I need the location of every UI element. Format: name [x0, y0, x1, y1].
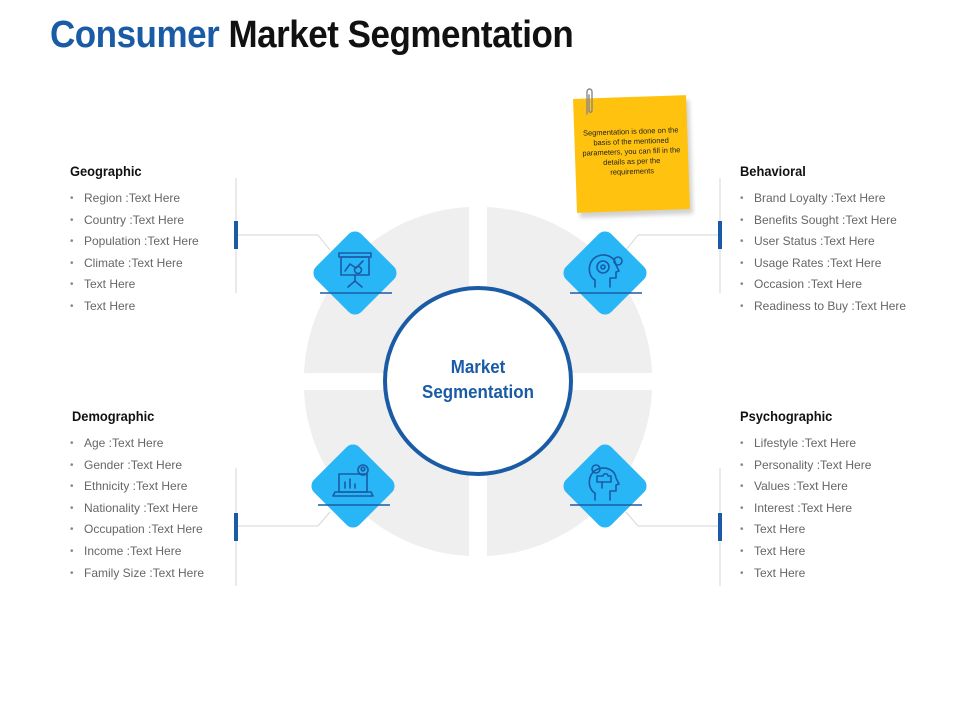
list-item: Gender :Text Here — [70, 455, 204, 477]
list-item: Benefits Sought :Text Here — [740, 210, 906, 232]
section-heading: Behavioral — [740, 163, 806, 179]
list-item: Region :Text Here — [70, 188, 199, 210]
section-heading: Psychographic — [740, 408, 833, 424]
diamond-psychographic — [563, 444, 647, 528]
list-item: Occasion :Text Here — [740, 274, 906, 296]
bullet-list: Age :Text Here Gender :Text Here Ethnici… — [70, 433, 204, 584]
bullet-list: Region :Text Here Country :Text Here Pop… — [70, 188, 199, 318]
bullet-list: Brand Loyalty :Text Here Benefits Sought… — [740, 188, 906, 318]
section-heading: Demographic — [72, 408, 155, 424]
center-circle — [383, 286, 573, 476]
section-heading: Geographic — [70, 163, 142, 179]
list-item: Ethnicity :Text Here — [70, 476, 204, 498]
list-item: Climate :Text Here — [70, 253, 199, 275]
list-item: Interest :Text Here — [740, 498, 871, 520]
diamond-underlines — [318, 292, 642, 506]
list-item: Usage Rates :Text Here — [740, 253, 906, 275]
connectors — [235, 178, 721, 586]
list-item: Personality :Text Here — [740, 455, 871, 477]
title-main: Market Segmentation — [228, 14, 574, 56]
list-item: Income :Text Here — [70, 541, 204, 563]
list-item: User Status :Text Here — [740, 231, 906, 253]
list-item: Country :Text Here — [70, 210, 199, 232]
list-item: Text Here — [70, 296, 199, 318]
sticky-note-text: Segmentation is done on the basis of the… — [582, 125, 681, 177]
center-label-line2: Segmentation — [422, 382, 534, 402]
presentation-board-icon — [338, 252, 372, 288]
bullet-list: Lifestyle :Text Here Personality :Text H… — [740, 433, 871, 584]
list-item: Brand Loyalty :Text Here — [740, 188, 906, 210]
list-item: Values :Text Here — [740, 476, 871, 498]
center-label-line1: Market — [450, 357, 506, 377]
list-item: Readiness to Buy :Text Here — [740, 296, 906, 318]
section-geographic: Geographic Region :Text Here Country :Te… — [70, 163, 199, 318]
head-gear-icon — [588, 254, 623, 288]
list-item: Population :Text Here — [70, 231, 199, 253]
list-item: Text Here — [740, 541, 871, 563]
paperclip-icon — [586, 88, 593, 115]
diamond-demographic — [311, 444, 395, 528]
center-label: Market Segmentation — [385, 355, 571, 405]
connector-markers — [234, 221, 722, 541]
list-item: Text Here — [70, 274, 199, 296]
section-behavioral: Behavioral Brand Loyalty :Text Here Bene… — [740, 163, 906, 318]
list-item: Text Here — [740, 519, 871, 541]
section-demographic: Demographic Age :Text Here Gender :Text … — [70, 408, 204, 584]
list-item: Age :Text Here — [70, 433, 204, 455]
list-item: Occupation :Text Here — [70, 519, 204, 541]
head-puzzle-icon — [588, 464, 620, 501]
list-item: Family Size :Text Here — [70, 563, 204, 585]
list-item: Lifestyle :Text Here — [740, 433, 871, 455]
list-item: Text Here — [740, 563, 871, 585]
section-psychographic: Psychographic Lifestyle :Text Here Perso… — [740, 408, 871, 584]
list-item: Nationality :Text Here — [70, 498, 204, 520]
laptop-analytics-icon — [332, 464, 374, 497]
page-title: Consumer Market Segmentation — [50, 14, 574, 57]
title-highlight: Consumer — [50, 14, 220, 56]
